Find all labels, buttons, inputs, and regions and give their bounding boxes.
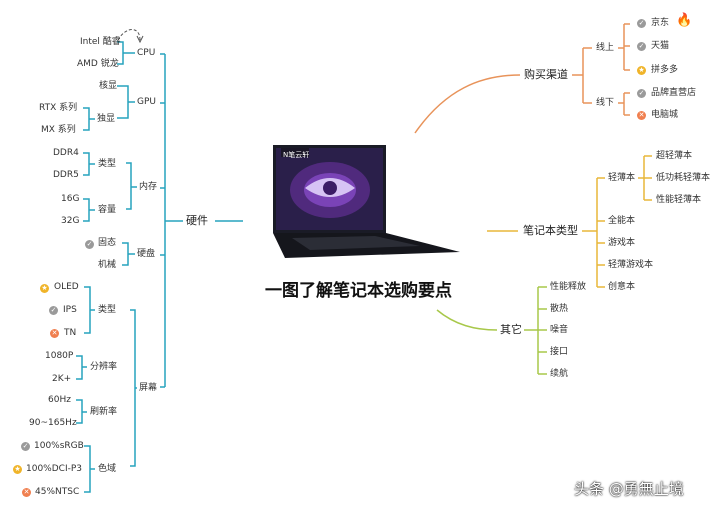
x-circle-icon: ✕	[50, 329, 59, 338]
hardware-node: 硬件	[186, 214, 208, 227]
x-circle-icon: ✕	[22, 488, 31, 497]
gpu-discrete: 独显	[97, 114, 116, 124]
other-cooling: 散热	[550, 304, 569, 314]
screen-gamut: 色域	[98, 464, 117, 474]
medal-icon: ★	[637, 66, 646, 75]
laptop-illustration	[273, 145, 460, 258]
channel-mall: 电脑城	[651, 110, 679, 120]
screen-refresh: 刷新率	[90, 407, 118, 417]
laptop-brand-label: N笔云轩	[283, 151, 310, 159]
screen-ntsc: 45%NTSC	[35, 487, 80, 497]
type-thin: 轻薄本	[608, 173, 636, 183]
type-all-round: 全能本	[608, 216, 636, 226]
type-creator: 创意本	[608, 282, 636, 292]
other-node: 其它	[500, 323, 522, 336]
check-circle-icon: ✓	[49, 306, 58, 315]
disk-hdd: 机械	[98, 260, 117, 270]
other-battery: 续航	[550, 369, 569, 379]
cpu-node: CPU	[137, 48, 156, 58]
screen-90-165hz: 90~165Hz	[29, 418, 77, 428]
types-node: 笔记本类型	[523, 224, 578, 237]
screen-node: 屏幕	[139, 383, 158, 393]
check-circle-icon: ✓	[637, 19, 646, 28]
watermark: 头条 @勇無止境	[574, 480, 684, 498]
fire-emoji-icon: 🔥	[676, 13, 693, 28]
channel-tmall: 天猫	[651, 41, 670, 51]
check-circle-icon: ✓	[21, 442, 30, 451]
screen-2k: 2K+	[52, 374, 72, 384]
gpu-mx: MX 系列	[41, 125, 76, 135]
memory-16g: 16G	[61, 194, 80, 204]
check-circle-icon: ✓	[85, 240, 94, 249]
screen-type: 类型	[98, 305, 117, 315]
gpu-node: GPU	[137, 97, 156, 107]
check-circle-icon: ✓	[637, 42, 646, 51]
page-title: 一图了解笔记本选购要点	[265, 281, 452, 301]
memory-capacity: 容量	[98, 205, 117, 215]
channel-jd: 京东	[651, 18, 670, 28]
memory-ddr5: DDR5	[53, 170, 79, 180]
type-gaming: 游戏本	[608, 238, 636, 248]
channels-node: 购买渠道	[524, 68, 568, 81]
type-ultra-thin: 超轻薄本	[656, 151, 693, 161]
gpu-integrated: 核显	[99, 81, 118, 91]
memory-node: 内存	[139, 182, 158, 192]
medal-icon: ★	[40, 284, 49, 293]
screen-1080p: 1080P	[45, 351, 74, 361]
screen-tn: TN	[64, 328, 77, 338]
other-performance: 性能释放	[550, 282, 587, 292]
channel-store: 品牌直营店	[651, 88, 697, 98]
disk-ssd: 固态	[98, 238, 117, 248]
screen-ips: IPS	[63, 305, 77, 315]
check-circle-icon: ✓	[637, 89, 646, 98]
screen-resolution: 分辨率	[90, 362, 118, 372]
memory-32g: 32G	[61, 216, 80, 226]
type-low-power: 低功耗轻薄本	[656, 173, 711, 183]
channel-pdd: 拼多多	[651, 65, 679, 75]
x-circle-icon: ✕	[637, 111, 646, 120]
gpu-rtx: RTX 系列	[39, 103, 78, 113]
other-ports: 接口	[550, 347, 569, 357]
screen-60hz: 60Hz	[48, 395, 71, 405]
medal-icon: ★	[13, 465, 22, 474]
disk-node: 硬盘	[137, 249, 156, 259]
type-performance-thin: 性能轻薄本	[656, 195, 702, 205]
type-thin-gaming: 轻薄游戏本	[608, 260, 654, 270]
cpu-intel: Intel 酷睿	[80, 37, 121, 47]
screen-oled: OLED	[54, 282, 79, 292]
memory-type: 类型	[98, 159, 117, 169]
cpu-amd: AMD 锐龙	[77, 59, 119, 69]
memory-ddr4: DDR4	[53, 148, 79, 158]
screen-srgb: 100%sRGB	[34, 441, 84, 451]
screen-dci-p3: 100%DCI-P3	[26, 464, 82, 474]
channel-offline: 线下	[596, 98, 615, 108]
channel-online: 线上	[596, 43, 615, 53]
other-noise: 噪音	[550, 325, 569, 335]
